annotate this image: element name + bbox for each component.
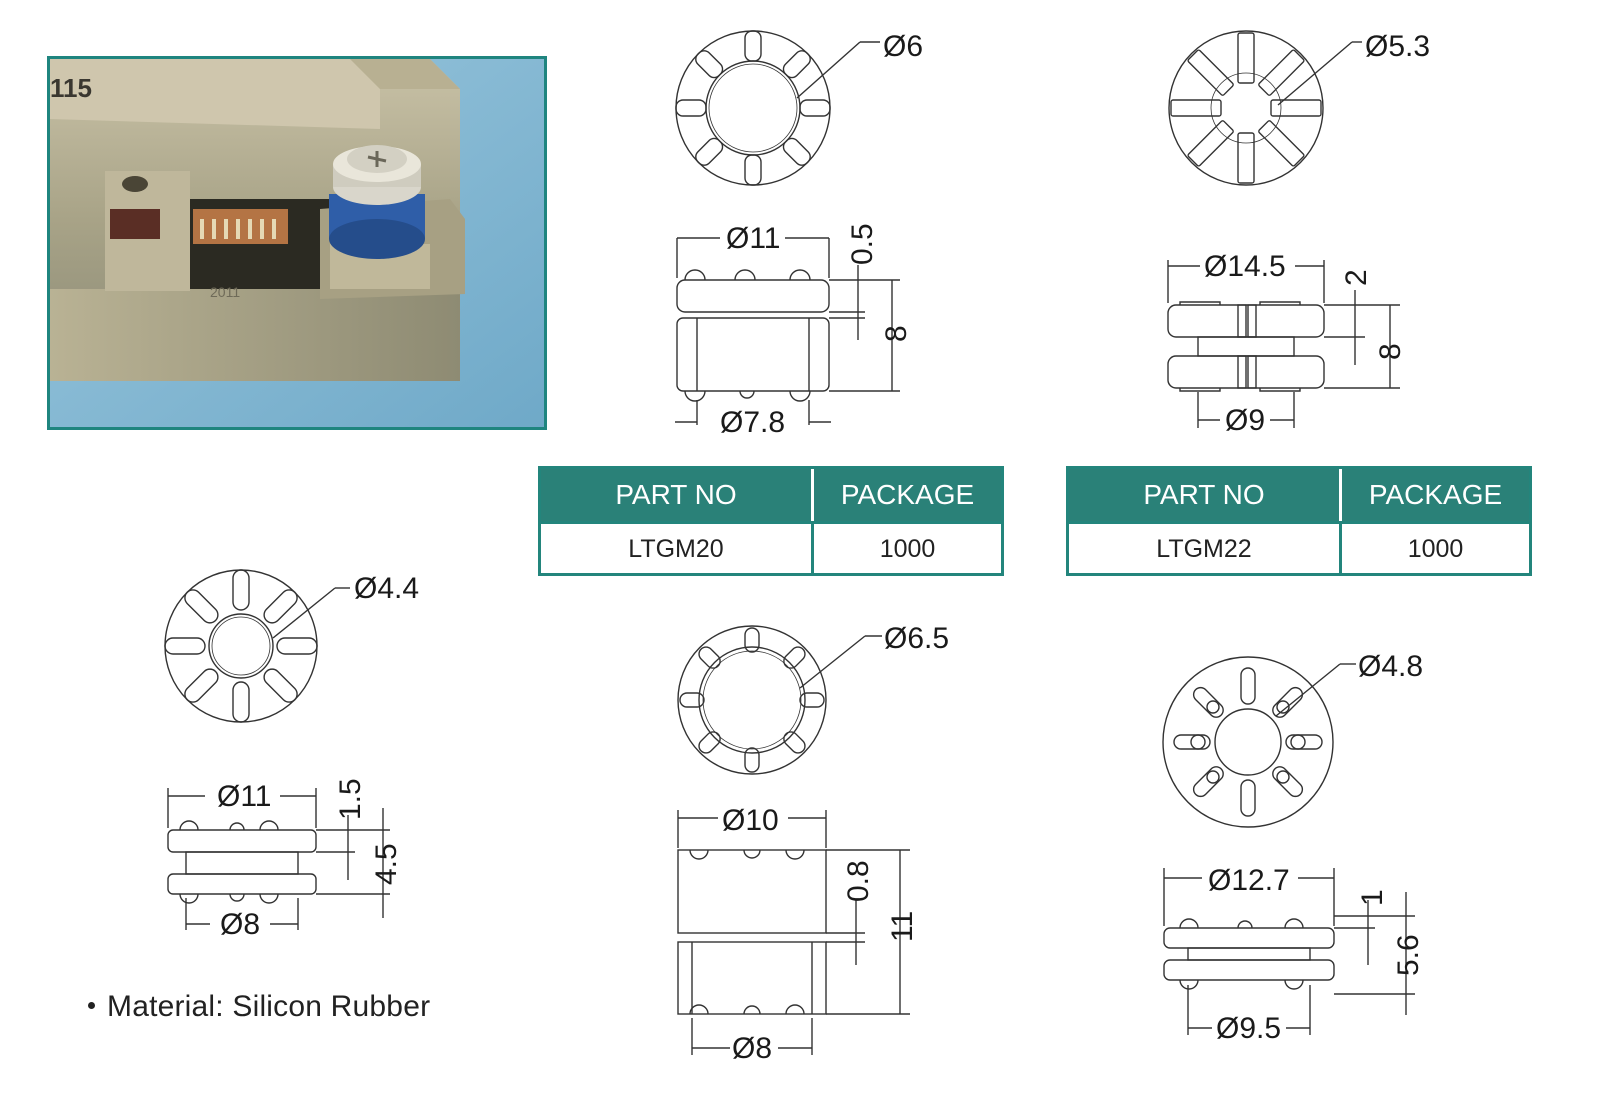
small-flange: 1.5	[334, 778, 367, 820]
right-height: 5.6	[1392, 934, 1425, 976]
small-inner-dia: Ø8	[220, 908, 260, 940]
mid-inner-dia: Ø8	[732, 1032, 772, 1065]
ltgm22-height: 8	[1374, 343, 1407, 360]
table-header-package: PACKAGE	[1368, 479, 1503, 510]
drawing-small: Ø4.4 Ø11 Ø8 1.5 4.5	[164, 569, 419, 940]
ltgm20-flange: 0.5	[846, 223, 879, 265]
mid-flange: 0.8	[842, 860, 875, 902]
bullet-icon	[88, 1001, 95, 1009]
photo-stamp: 2011	[210, 284, 240, 300]
photo-label: 115	[50, 73, 92, 103]
table-header-part-no: PART NO	[541, 469, 814, 521]
part-table-ltgm22: PART NO PACKAGE LTGM22 1000	[1066, 466, 1532, 576]
table-cell-package: 1000	[879, 535, 936, 563]
drawing-ltgm20: Ø6 Ø11 Ø7.8 0.5 8	[675, 30, 923, 439]
mid-height: 11	[886, 911, 919, 942]
drawing-ltgm22: Ø5.3 Ø14.5 Ø9 2 8	[1167, 30, 1430, 437]
ltgm20-outer-dia: Ø11	[726, 222, 780, 255]
ltgm22-outer-dia: Ø14.5	[1204, 250, 1286, 283]
table-cell-part-no: LTGM20	[541, 524, 814, 575]
drawing-right: Ø4.8 Ø12.7 Ø9.5 1 5.6	[1162, 650, 1425, 1045]
drawing-mid: Ø6.5 Ø10 Ø8 0.8 11	[677, 622, 949, 1065]
ltgm20-top-dia: Ø6	[883, 30, 923, 63]
mid-top-dia: Ø6.5	[884, 622, 949, 655]
table-cell-package: 1000	[1407, 535, 1464, 563]
table-cell-part-no: LTGM22	[1069, 524, 1342, 575]
product-photo: 115 2011	[47, 56, 547, 430]
table-header-package: PACKAGE	[840, 479, 975, 510]
ltgm20-inner-dia: Ø7.8	[720, 406, 785, 439]
right-top-dia: Ø4.8	[1358, 650, 1423, 683]
mid-outer-dia: Ø10	[722, 804, 779, 837]
part-table-ltgm20: PART NO PACKAGE LTGM20 1000	[538, 466, 1004, 576]
table-header-part-no: PART NO	[1069, 469, 1342, 521]
ltgm22-flange: 2	[1340, 269, 1373, 286]
ltgm22-inner-dia: Ø9	[1225, 404, 1265, 437]
small-height: 4.5	[370, 843, 403, 885]
material-note: Material: Silicon Rubber	[88, 990, 430, 1024]
ltgm20-height: 8	[880, 325, 913, 342]
small-outer-dia: Ø11	[217, 780, 271, 813]
right-flange: 1	[1356, 889, 1389, 906]
right-outer-dia: Ø12.7	[1208, 864, 1290, 897]
ltgm22-top-dia: Ø5.3	[1365, 30, 1430, 63]
small-top-dia: Ø4.4	[354, 572, 419, 605]
material-note-text: Material: Silicon Rubber	[107, 990, 431, 1023]
right-inner-dia: Ø9.5	[1216, 1012, 1281, 1045]
